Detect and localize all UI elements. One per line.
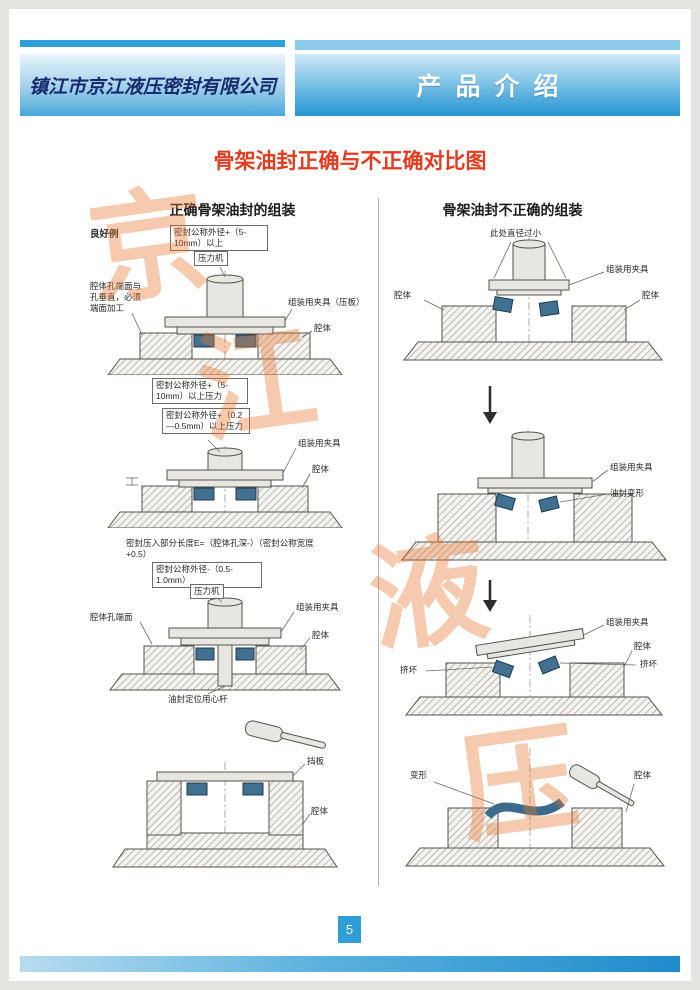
- company-name: 镇江市京江液压密封有限公司: [28, 75, 276, 98]
- housing-label: 腔体: [312, 630, 330, 640]
- press-label: 压力机: [190, 584, 224, 600]
- housing-right-label: 腔体: [642, 290, 660, 300]
- deformed-label: 变形: [410, 770, 428, 780]
- fixture-label: 组装用夹具: [606, 264, 649, 274]
- housing-left-label: 腔体: [394, 290, 412, 300]
- diagram-correct-2: 密封公称外径+（5-10mm）以上压力 密封公称外径+（0.2—0.5mm）以上…: [90, 378, 375, 528]
- mandrel-label: 油封定位用心杆: [168, 694, 228, 704]
- flow-arrow-1: [480, 386, 500, 424]
- incorrect-press-drawing-1: [402, 238, 664, 361]
- housing-label: 腔体: [314, 323, 332, 333]
- diameter-too-small-label: 此处直径过小: [490, 228, 542, 238]
- correct-press-drawing-2: [107, 439, 343, 528]
- right-column-heading: 骨架油封不正确的组装: [442, 202, 583, 218]
- company-banner: 镇江市京江液压密封有限公司: [20, 54, 285, 116]
- fixture-label: 组装用夹具: [298, 438, 341, 448]
- page-title: 骨架油封正确与不正确对比图: [213, 150, 487, 173]
- incorrect-press-drawing-3: [404, 615, 664, 717]
- face-note-label: 腔体孔端面与孔垂直，必须端面加工: [90, 281, 142, 314]
- mallet-icon: [244, 720, 326, 749]
- header-stripe-left: [20, 40, 285, 47]
- housing-label: 腔体: [634, 641, 652, 651]
- diagram-incorrect-1: 此处直径过小 组装用夹具 腔体 腔体: [390, 228, 680, 378]
- press-depth-formula-label: 密封压入部分长度E=（腔体孔深-）（密封公称宽度+0.5）: [126, 538, 314, 560]
- bore-face-label: 腔体孔端面: [90, 612, 133, 622]
- pressure-note-1-label: 密封公称外径+（5-10mm）以上压力: [152, 378, 248, 405]
- fixture-label: 组装用夹具: [610, 462, 653, 472]
- down-arrow-icon: [483, 386, 497, 424]
- fixture-label: 组装用夹具: [296, 602, 339, 612]
- diagram-correct-4: 挡板 腔体: [95, 712, 375, 877]
- baffle-plate-label: 挡板: [307, 756, 325, 766]
- diameter-note-label: 密封公称外径-（0.5-1.0mm）: [152, 562, 262, 589]
- mallet-icon: [568, 764, 635, 807]
- correct-baffle-drawing: [112, 720, 338, 868]
- down-arrow-icon: [483, 580, 497, 612]
- correct-press-drawing-3: [109, 595, 341, 695]
- diagram-correct-1: 良好例 密封公称外径+（5-10mm）以上 压力机 腔体孔端面与孔垂直，必须端面…: [90, 225, 375, 375]
- press-label: 压力机: [194, 251, 228, 267]
- section-title: 产品介绍: [416, 73, 573, 101]
- incorrect-press-drawing-2: [400, 430, 668, 561]
- correct-press-drawing-1: [107, 266, 343, 375]
- diagram-incorrect-3: 组装用夹具 腔体 挤坏 挤坏: [390, 615, 680, 740]
- housing-label: 腔体: [311, 806, 329, 816]
- fixture-label: 组装用夹具（压板）: [288, 297, 365, 307]
- footer-bar: [20, 956, 680, 972]
- housing-label: 腔体: [312, 464, 330, 474]
- diagram-correct-3: 密封压入部分长度E=（腔体孔深-）（密封公称宽度+0.5） 密封公称外径-（0.…: [90, 538, 375, 708]
- flow-arrow-2: [480, 580, 500, 612]
- crushed-left-label: 挤坏: [400, 665, 418, 675]
- housing-label: 腔体: [634, 770, 652, 780]
- good-example-label: 良好例: [90, 229, 119, 240]
- diagram-incorrect-4: 变形 腔体: [390, 742, 680, 887]
- diagram-incorrect-2: 组装用夹具 油封变形: [390, 430, 680, 575]
- section-banner: 产品介绍: [295, 54, 680, 116]
- column-divider: [378, 198, 379, 886]
- pressure-note-2-label: 密封公称外径+（0.2—0.5mm）以上压力: [162, 408, 250, 435]
- page-header: 镇江市京江液压密封有限公司 产品介绍: [20, 40, 680, 118]
- seal-deform-label: 油封变形: [610, 488, 645, 498]
- fixture-label: 组装用夹具: [606, 617, 649, 627]
- crushed-right-label: 挤坏: [640, 659, 658, 669]
- header-stripe-right: [295, 40, 680, 50]
- dim-note-label: 密封公称外径+（5-10mm）以上: [170, 225, 268, 252]
- incorrect-hammer-drawing: [404, 748, 666, 868]
- page-number: 5: [338, 916, 361, 943]
- left-column-heading: 正确骨架油封的组装: [169, 202, 296, 218]
